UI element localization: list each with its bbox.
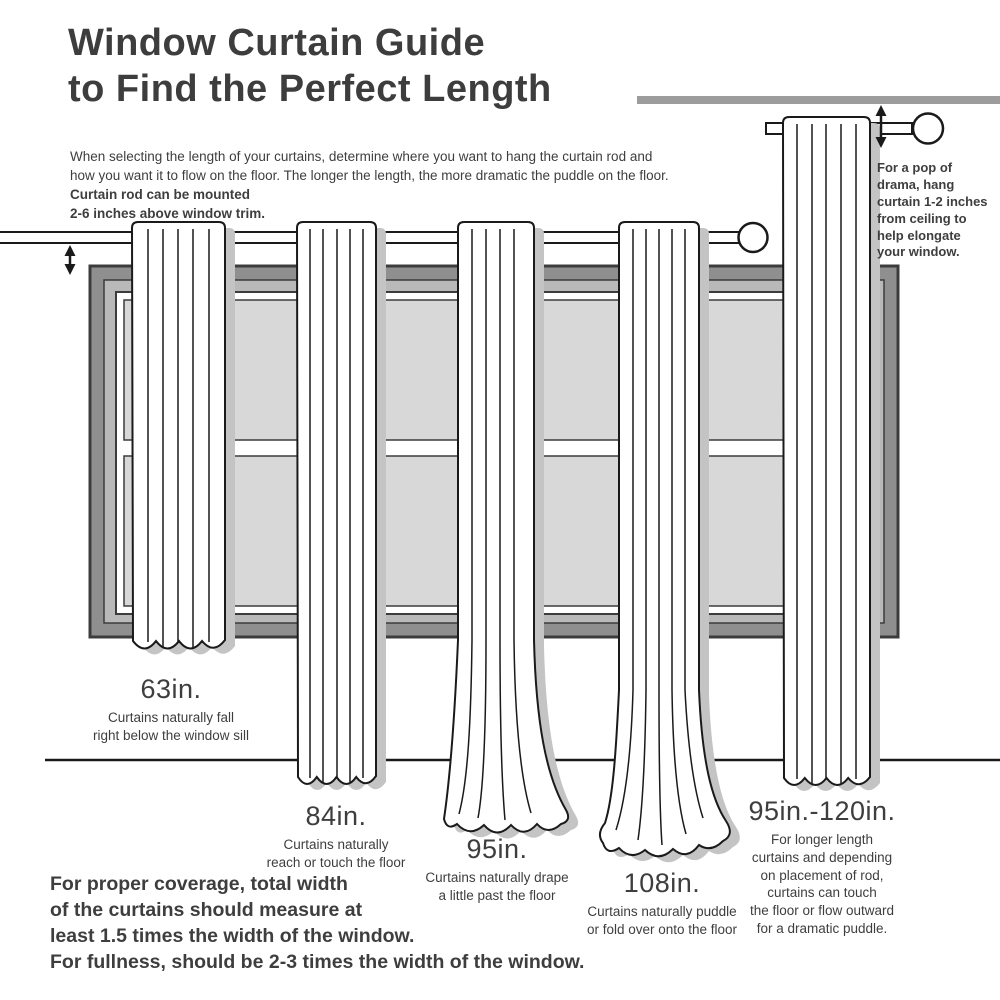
length-size: 108in.	[623, 868, 701, 898]
curtain-folds	[458, 229, 532, 821]
length-desc: Curtains naturally reach or touch the fl…	[266, 837, 406, 870]
length-size: 95in.	[466, 834, 528, 864]
rod-height-arrow	[64, 245, 76, 275]
ceiling-gap-arrow	[875, 105, 887, 148]
intro-text: When selecting the length of your curtai…	[70, 149, 669, 183]
curtain-84in	[296, 221, 386, 790]
length-label-108in: 108in. Curtains naturally puddle or fold…	[542, 868, 782, 939]
curtain-folds	[796, 124, 857, 784]
curtain-95-120in	[782, 116, 880, 791]
upper-rod-finial	[911, 112, 945, 145]
length-desc: For longer length curtains and depending…	[749, 832, 895, 937]
curtain-95in	[443, 221, 579, 839]
length-label-95-120in: 95in.-120in. For longer length curtains …	[702, 796, 942, 938]
length-size: 84in.	[305, 801, 367, 831]
ceiling-line	[637, 96, 1000, 104]
curtain-folds	[615, 229, 704, 846]
length-label-63in: 63in. Curtains naturally fall right belo…	[51, 674, 291, 745]
length-label-84in: 84in. Curtains naturally reach or touch …	[216, 801, 456, 872]
page-title: Window Curtain Guide to Find the Perfect…	[68, 22, 552, 111]
rod-mounting-note: Curtain rod can be mounted 2-6 inches ab…	[70, 187, 266, 221]
length-size: 95in.-120in.	[748, 796, 896, 826]
curtain-63in	[131, 221, 235, 655]
length-desc: Curtains naturally fall right below the …	[92, 710, 250, 743]
curtain-folds	[309, 229, 364, 783]
length-desc: Curtains naturally puddle or fold over o…	[586, 904, 738, 937]
width-guidance-note: For proper coverage, total width of the …	[50, 873, 585, 973]
length-label-95in: 95in. Curtains naturally drape a little …	[377, 834, 617, 905]
ceiling-hang-note: For a pop of drama, hang curtain 1-2 inc…	[877, 160, 988, 260]
rod-finial	[737, 221, 769, 254]
length-size: 63in.	[140, 674, 202, 704]
curtain-folds	[147, 229, 210, 648]
curtain-108in	[598, 221, 740, 863]
length-desc: Curtains naturally drape a little past t…	[425, 870, 569, 903]
